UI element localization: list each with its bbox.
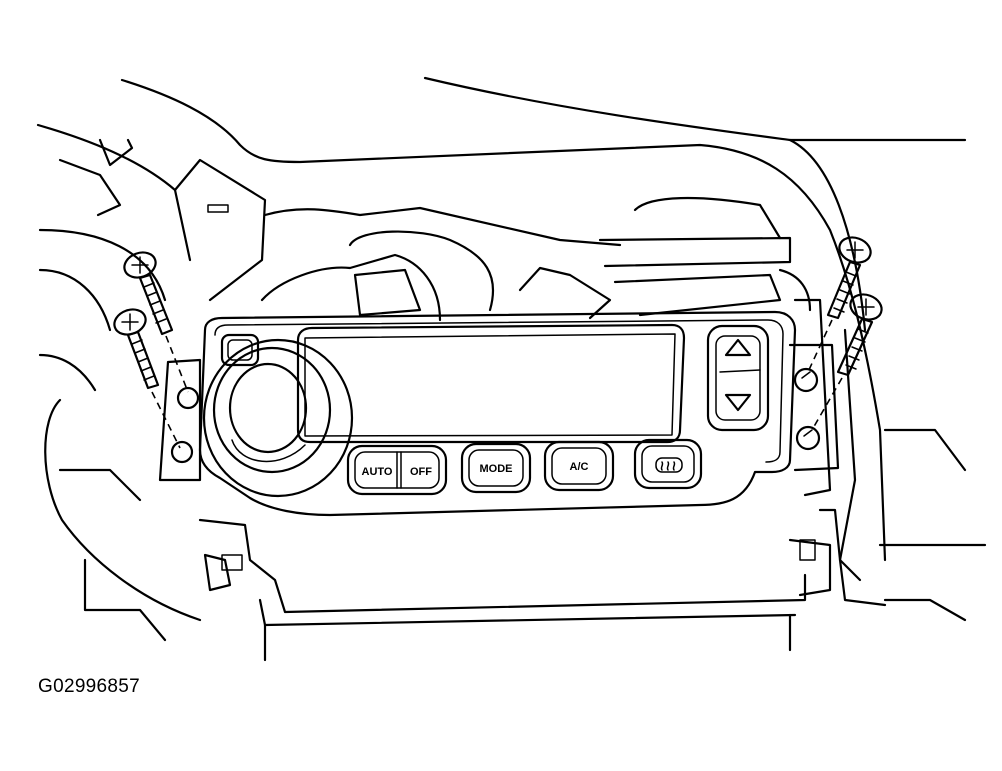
display-window (296, 323, 686, 444)
screw-guide-right-lower (811, 377, 843, 431)
temperature-down-icon (724, 393, 752, 412)
rear-defroster-icon (655, 457, 683, 473)
screw-guide-left-lower (151, 391, 181, 449)
screw-left-upper (123, 251, 174, 336)
temperature-up-icon (724, 338, 752, 357)
mode-button[interactable]: MODE (460, 442, 532, 494)
temperature-rocker[interactable] (706, 324, 770, 432)
screw-guide-left-upper (165, 335, 189, 393)
climate-control-panel: AUTO OFF MODE A/C (198, 310, 797, 517)
fan-speed-knob[interactable] (202, 338, 354, 498)
screw-right-upper (826, 236, 872, 320)
auto-label: AUTO (362, 466, 393, 478)
screw-hole-left-upper (176, 386, 200, 410)
auto-off-button[interactable]: AUTO OFF (346, 444, 448, 496)
screw-hole-left-lower (170, 440, 194, 464)
figure-id: G02996857 (38, 676, 141, 697)
ac-button[interactable]: A/C (543, 440, 615, 492)
screw-hole-right-upper (793, 367, 819, 393)
rear-defroster-button[interactable] (633, 438, 703, 490)
screw-guide-right-upper (807, 319, 833, 373)
dashboard-outline (36, 76, 987, 662)
mounting-bracket (158, 343, 840, 482)
screw-right-lower (836, 293, 883, 377)
off-label: OFF (410, 466, 432, 478)
ac-label: A/C (570, 461, 589, 473)
screw-left-lower (113, 308, 160, 390)
screw-hole-right-lower (795, 425, 821, 451)
mode-label: MODE (480, 463, 513, 475)
